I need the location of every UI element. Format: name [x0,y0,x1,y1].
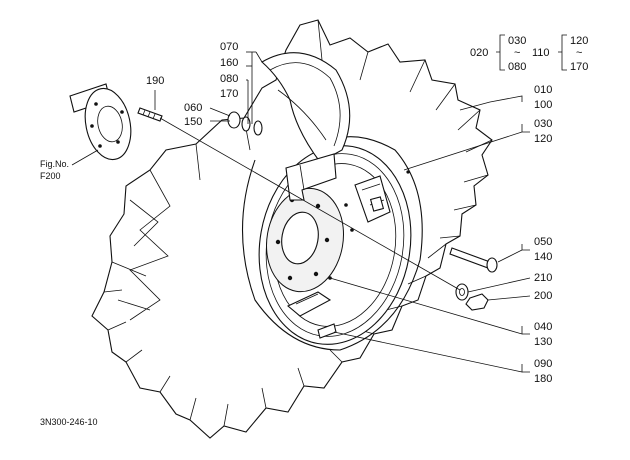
axle-hub [69,83,163,161]
label-180: 180 [534,373,552,385]
wheel-weight [261,52,351,201]
legend-braces [496,34,567,71]
label-030: 030 [534,118,552,130]
legend-bottom-080: 080 [508,61,526,73]
label-190: 190 [146,75,164,87]
label-050: 050 [534,236,552,248]
rim-clamps [286,175,391,339]
leader-lines [71,51,531,373]
legend-key-020: 020 [470,47,488,59]
drawing-code: 3N300-246-10 [40,417,98,427]
part-labels: 070 160 080 170 060 150 190 010 100 030 … [40,35,588,427]
fig-ref-line2: F200 [40,171,61,181]
label-210: 210 [534,272,552,284]
legend-tilde-2: ~ [576,47,582,59]
legend-key-110: 110 [532,47,550,59]
label-010: 010 [534,84,552,96]
label-160: 160 [220,57,238,69]
label-140: 140 [534,251,552,263]
label-100: 100 [534,99,552,111]
label-150: 150 [184,116,202,128]
label-060: 060 [184,102,202,114]
label-040: 040 [534,321,552,333]
label-170: 170 [220,88,238,100]
legend-bottom-170: 170 [570,61,588,73]
label-130: 130 [534,336,552,348]
label-070: 070 [220,41,238,53]
label-090: 090 [534,358,552,370]
fig-ref-line1: Fig.No. [40,159,69,169]
legend-tilde-1: ~ [514,47,520,59]
label-080: 080 [220,73,238,85]
label-120: 120 [534,133,552,145]
label-200: 200 [534,290,552,302]
legend-top-030: 030 [508,35,526,47]
legend-top-120: 120 [570,35,588,47]
